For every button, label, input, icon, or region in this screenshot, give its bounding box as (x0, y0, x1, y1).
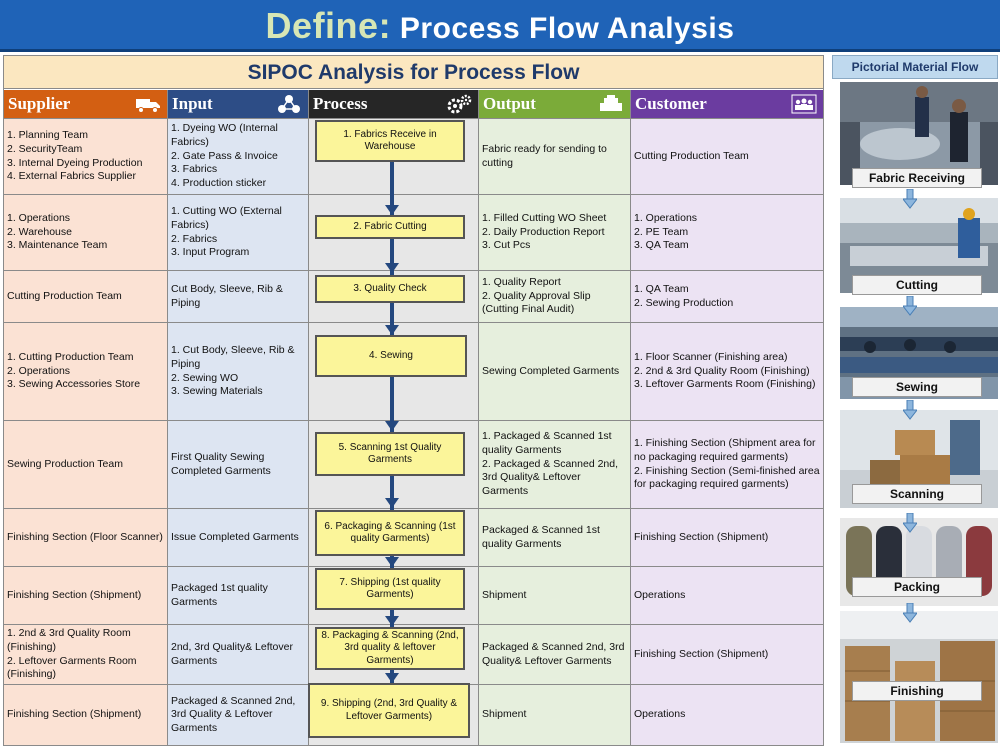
output-cell: Shipment (479, 567, 631, 624)
header-customer-label: Customer (635, 94, 707, 113)
down-arrow-icon (903, 603, 917, 623)
flow-arrowhead (385, 325, 399, 335)
header-input-label: Input (172, 94, 213, 113)
input-cell: Packaged 1st quality Garments (168, 567, 309, 624)
panel-title: Pictorial Material Flow (832, 55, 998, 79)
process-step-6: 6. Packaging & Scanning (1st quality Gar… (315, 510, 465, 556)
header-process-label: Process (313, 94, 368, 113)
output-cell: Packaged & Scanned 2nd, 3rd Quality& Lef… (479, 625, 631, 684)
header-output: Output (479, 90, 631, 118)
down-arrow-icon (903, 513, 917, 533)
people-icon (791, 94, 817, 114)
process-step-8: 8. Packaging & Scanning (2nd, 3rd qualit… (315, 627, 465, 670)
process-step-5: 5. Scanning 1st Quality Garments (315, 432, 465, 476)
flow-arrowhead (385, 263, 399, 273)
step-label-packing: Packing (852, 577, 982, 597)
header-input: Input (168, 90, 309, 118)
header-customer: Customer (631, 90, 823, 118)
supplier-cell: 1. Operations 2. Warehouse 3. Maintenanc… (4, 195, 168, 270)
flow-arrowhead (385, 557, 399, 567)
supplier-cell: Finishing Section (Shipment) (4, 567, 168, 624)
customer-cell: Cutting Production Team (631, 119, 823, 194)
customer-cell: 1. QA Team 2. Sewing Production (631, 271, 823, 322)
header-supplier: Supplier (4, 90, 168, 118)
table-row: Cutting Production Team Cut Body, Sleeve… (4, 270, 823, 322)
truck-icon (136, 99, 160, 113)
customer-cell: Finishing Section (Shipment) (631, 509, 823, 566)
title-highlight: Define: (265, 5, 392, 46)
output-cell: 1. Filled Cutting WO Sheet 2. Daily Prod… (479, 195, 631, 270)
customer-cell: 1. Finishing Section (Shipment area for … (631, 421, 823, 508)
title-bar: Define: Process Flow Analysis (0, 0, 1000, 52)
step-label-sewing: Sewing (852, 377, 982, 397)
customer-cell: 1. Operations 2. PE Team 3. QA Team (631, 195, 823, 270)
customer-cell: Operations (631, 685, 823, 745)
customer-cell: 1. Floor Scanner (Finishing area) 2. 2nd… (631, 323, 823, 420)
supplier-cell: 1. Cutting Production Team 2. Operations… (4, 323, 168, 420)
nodes-icon (278, 95, 300, 113)
output-cell: Fabric ready for sending to cutting (479, 119, 631, 194)
supplier-cell: Cutting Production Team (4, 271, 168, 322)
step-label-scanning: Scanning (852, 484, 982, 504)
machine-icon (600, 95, 622, 111)
process-step-2: 2. Fabric Cutting (315, 215, 465, 239)
customer-cell: Operations (631, 567, 823, 624)
header-process: Process (309, 90, 479, 118)
flow-arrowhead (385, 616, 399, 626)
input-cell: Packaged & Scanned 2nd, 3rd Quality & Le… (168, 685, 309, 745)
supplier-cell: Finishing Section (Floor Scanner) (4, 509, 168, 566)
step-label-fabric-receiving: Fabric Receiving (852, 168, 982, 188)
output-cell: 1. Packaged & Scanned 1st quality Garmen… (479, 421, 631, 508)
down-arrow-icon (903, 400, 917, 420)
supplier-cell: 1. 2nd & 3rd Quality Room (Finishing) 2.… (4, 625, 168, 684)
process-step-4: 4. Sewing (315, 335, 467, 377)
flow-arrowhead (385, 205, 399, 215)
fabric-receiving-photo (840, 82, 998, 185)
process-step-3: 3. Quality Check (315, 275, 465, 303)
header-output-label: Output (483, 94, 536, 113)
step-label-finishing: Finishing (852, 681, 982, 701)
output-cell: Packaged & Scanned 1st quality Garments (479, 509, 631, 566)
flow-arrowhead (385, 673, 399, 683)
output-cell: Sewing Completed Garments (479, 323, 631, 420)
input-cell: 1. Cutting WO (External Fabrics) 2. Fabr… (168, 195, 309, 270)
input-cell: 1. Dyeing WO (Internal Fabrics) 2. Gate … (168, 119, 309, 194)
input-cell: Cut Body, Sleeve, Rib & Piping (168, 271, 309, 322)
flow-arrowhead (385, 421, 399, 431)
page-title: Define: Process Flow Analysis (266, 5, 735, 47)
input-cell: Issue Completed Garments (168, 509, 309, 566)
process-step-9: 9. Shipping (2nd, 3rd Quality & Leftover… (308, 683, 470, 738)
supplier-cell: Sewing Production Team (4, 421, 168, 508)
finishing-photo (840, 611, 998, 743)
flow-arrowhead (385, 498, 399, 508)
title-main: Process Flow Analysis (399, 12, 735, 45)
down-arrow-icon (903, 296, 917, 316)
pictorial-material-flow: Pictorial Material Flow Fabric Receiving… (832, 55, 998, 746)
input-cell: 2nd, 3rd Quality& Leftover Garments (168, 625, 309, 684)
down-arrow-icon (903, 189, 917, 209)
header-supplier-label: Supplier (8, 94, 71, 113)
input-cell: 1. Cut Body, Sleeve, Rib & Piping 2. Sew… (168, 323, 309, 420)
process-step-1: 1. Fabrics Receive in Warehouse (315, 120, 465, 162)
gears-icon (447, 94, 472, 114)
supplier-cell: Finishing Section (Shipment) (4, 685, 168, 745)
sipoc-title: SIPOC Analysis for Process Flow (4, 56, 823, 89)
supplier-cell: 1. Planning Team 2. SecurityTeam 3. Inte… (4, 119, 168, 194)
input-cell: First Quality Sewing Completed Garments (168, 421, 309, 508)
step-label-cutting: Cutting (852, 275, 982, 295)
output-cell: 1. Quality Report 2. Quality Approval Sl… (479, 271, 631, 322)
customer-cell: Finishing Section (Shipment) (631, 625, 823, 684)
process-step-7: 7. Shipping (1st quality Garments) (315, 568, 465, 610)
output-cell: Shipment (479, 685, 631, 745)
